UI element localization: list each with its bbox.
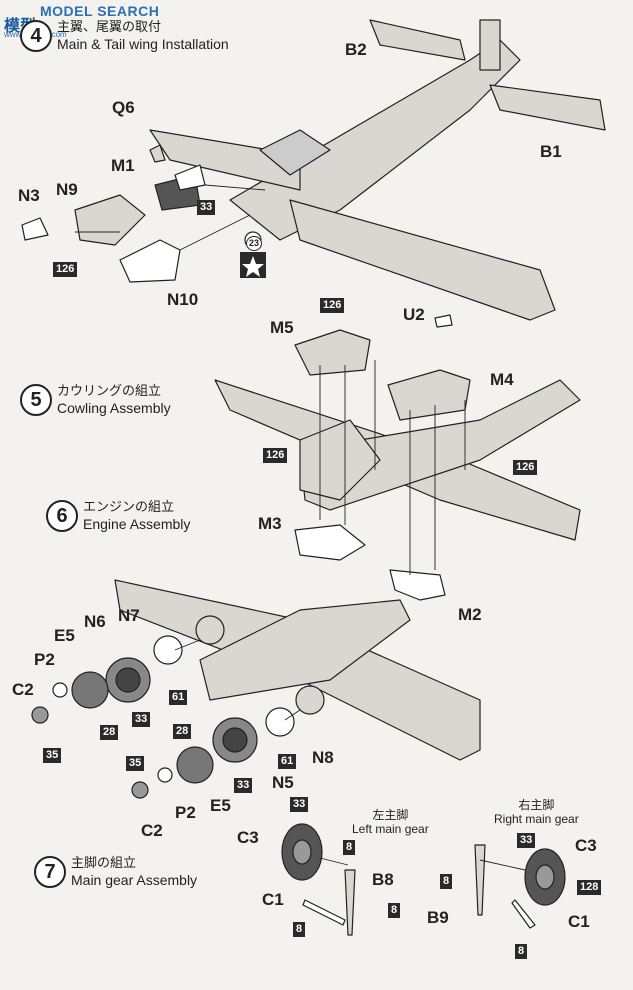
step-6-number: 6: [46, 500, 78, 532]
paint-code: 126: [513, 460, 538, 475]
step-5-title-jp: カウリングの組立: [57, 384, 162, 399]
paint-code: 33: [517, 833, 536, 848]
paint-code: 8: [388, 903, 401, 918]
part-label-n6: N6: [84, 612, 106, 631]
step-5-header: 5 カウリングの組立 Cowling Assembly: [20, 384, 171, 416]
paint-code: 8: [343, 840, 356, 855]
part-label-c3-right: C3: [575, 836, 597, 855]
part-label-n5: N5: [272, 773, 294, 792]
part-label-b8: B8: [372, 870, 394, 889]
part-label-e5-top: E5: [54, 626, 75, 645]
part-label-c1-right: C1: [568, 912, 590, 931]
left-gear-caption-en: Left main gear: [352, 822, 429, 836]
part-label-b9: B9: [427, 908, 449, 927]
paint-code: 33: [234, 778, 253, 793]
paint-code: 8: [440, 874, 453, 889]
part-label-m1: M1: [111, 156, 135, 175]
step-7-number: 7: [34, 856, 66, 888]
step-6-header: 6 エンジンの組立 Engine Assembly: [46, 500, 190, 532]
part-label-p2-top: P2: [34, 650, 55, 669]
step-4-header: 4 主翼、尾翼の取付 Main & Tail wing Installation: [20, 20, 229, 52]
left-gear-caption-jp: 左主脚: [372, 808, 409, 822]
paint-code: 35: [126, 756, 145, 771]
step-7-title-jp: 主脚の組立: [71, 856, 137, 871]
part-label-n9: N9: [56, 180, 78, 199]
paint-code: 61: [278, 754, 297, 769]
step-6-title-en: Engine Assembly: [83, 516, 191, 532]
part-label-m2: M2: [458, 605, 482, 624]
step-6-title-jp: エンジンの組立: [83, 500, 175, 515]
right-gear-caption-jp: 右主脚: [518, 798, 555, 812]
part-label-m4: M4: [490, 370, 514, 389]
step-4-number: 4: [20, 20, 52, 52]
right-gear-caption: 右主脚 Right main gear: [494, 798, 579, 826]
part-label-c1-left: C1: [262, 890, 284, 909]
watermark-brand: MODEL SEARCH: [40, 3, 160, 19]
paint-code: 8: [293, 922, 306, 937]
step-4-title-jp: 主翼、尾翼の取付: [57, 20, 162, 35]
part-label-n3: N3: [18, 186, 40, 205]
step-7-header: 7 主脚の組立 Main gear Assembly: [34, 856, 197, 888]
paint-code: 126: [53, 262, 78, 277]
part-label-m5: M5: [270, 318, 294, 337]
left-gear-caption: 左主脚 Left main gear: [352, 808, 429, 836]
paint-code: 126: [263, 448, 288, 463]
part-label-b2: B2: [345, 40, 367, 59]
part-label-m3: M3: [258, 514, 282, 533]
part-label-e5-bottom: E5: [210, 796, 231, 815]
part-label-q6: Q6: [112, 98, 135, 117]
paint-code: 33: [132, 712, 151, 727]
step-5-number: 5: [20, 384, 52, 416]
paint-code: 35: [43, 748, 62, 763]
paint-code: 28: [100, 725, 119, 740]
part-label-n7: N7: [118, 606, 140, 625]
step-5-title-en: Cowling Assembly: [57, 400, 171, 416]
step4-aircraft: [149, 19, 606, 321]
part-label-n10: N10: [167, 290, 199, 309]
paint-code: 128: [577, 880, 602, 895]
step-4-title-en: Main & Tail wing Installation: [57, 36, 229, 52]
part-label-c2-bottom: C2: [141, 821, 163, 840]
step-7-title-en: Main gear Assembly: [71, 872, 198, 888]
part-label-p2-bottom: P2: [175, 803, 196, 822]
paint-code: 126: [320, 298, 345, 313]
paint-code: 28: [173, 724, 192, 739]
part-label-n8: N8: [312, 748, 334, 767]
paint-code: 8: [515, 944, 528, 959]
part-label-b1: B1: [540, 142, 562, 161]
paint-code: 33: [290, 797, 309, 812]
part-label-c2-top: C2: [12, 680, 34, 699]
part-label-u2: U2: [403, 305, 425, 324]
paint-code: 61: [169, 690, 188, 705]
part-label-c3-left: C3: [237, 828, 259, 847]
step6-aircraft: [114, 579, 481, 761]
right-gear-caption-en: Right main gear: [494, 812, 579, 826]
decal-number: 23: [246, 236, 263, 251]
paint-code: 33: [197, 200, 216, 215]
